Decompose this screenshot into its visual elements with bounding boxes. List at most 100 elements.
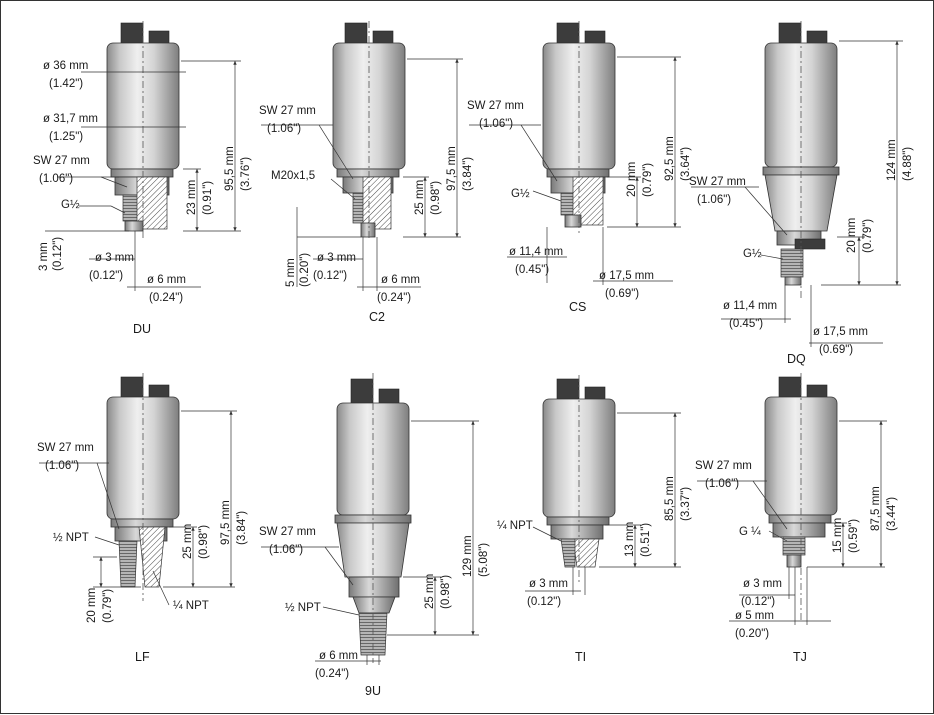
dq-housing xyxy=(762,21,840,301)
variant-dq: SW 27 mm (1.06") G½ ø 11,4 mm (0.45") ø … xyxy=(689,21,914,366)
lf-caption: LF xyxy=(135,650,150,664)
tj-label-1: (1.06") xyxy=(705,478,739,490)
du-label-11: ø 6 mm xyxy=(147,274,186,286)
c2-label-3: 5 mm xyxy=(285,258,297,287)
du-label-0: ø 36 mm xyxy=(43,60,88,72)
du-label-12: (0.24") xyxy=(149,292,183,304)
dq-caption: DQ xyxy=(787,352,806,366)
ti-label-6: (3.37") xyxy=(680,487,692,521)
du-label-6: G½ xyxy=(61,199,80,211)
c2-label-10: (0.98") xyxy=(430,181,442,215)
tj-label-5: ø 5 mm xyxy=(735,610,774,622)
dq-label-8: (0.79") xyxy=(862,219,874,253)
du-caption: DU xyxy=(133,322,151,336)
dq-label-7: 20 mm xyxy=(846,218,858,253)
cs-label-4: (0.45") xyxy=(515,264,549,276)
9u-caption: 9U xyxy=(365,684,381,698)
lf-label-0: SW 27 mm xyxy=(37,442,94,454)
9u-label-4: (0.24") xyxy=(315,668,349,680)
du-label-1: (1.42") xyxy=(49,78,83,90)
dq-label-10: (4.88") xyxy=(902,147,914,181)
tj-label-8: (0.59") xyxy=(848,519,860,553)
du-label-15: 95,5 mm xyxy=(224,146,236,191)
c2-label-12: (3.84") xyxy=(462,157,474,191)
tj-label-7: 15 mm xyxy=(832,518,844,553)
c2-label-8: (0.24") xyxy=(377,292,411,304)
9u-label-8: (5.08") xyxy=(478,543,490,577)
9u-housing xyxy=(334,373,412,663)
dq-label-4: (0.45") xyxy=(729,318,763,330)
du-label-16: (3.76") xyxy=(240,157,252,191)
lf-label-9: (3.84") xyxy=(236,511,248,545)
cs-label-2: G½ xyxy=(511,188,530,200)
c2-label-11: 97,5 mm xyxy=(446,146,458,191)
tj-label-9: 87,5 mm xyxy=(870,486,882,531)
du-label-4: SW 27 mm xyxy=(33,155,90,167)
c2-label-0: SW 27 mm xyxy=(259,105,316,117)
ti-caption: TI xyxy=(575,650,586,664)
ti-label-0: ¼ NPT xyxy=(497,520,533,532)
dq-label-9: 124 mm xyxy=(886,139,898,181)
variant-ti: ¼ NPT ø 3 mm (0.12") 13 mm (0.51") 85,5 … xyxy=(497,375,692,664)
cs-label-5: ø 17,5 mm xyxy=(599,270,654,282)
tj-label-6: (0.20") xyxy=(735,628,769,640)
lf-label-3: ¼ NPT xyxy=(173,600,209,612)
tj-label-4: (0.12") xyxy=(741,596,775,608)
du-label-14: (0.91") xyxy=(202,181,214,215)
ti-label-3: 13 mm xyxy=(624,522,636,557)
c2-label-2: M20x1,5 xyxy=(271,170,315,182)
lf-label-1: (1.06") xyxy=(45,460,79,472)
lf-label-5: (0.79") xyxy=(102,589,114,623)
c2-label-4: (0.20") xyxy=(299,253,311,287)
tj-label-2: G ¼ xyxy=(739,526,761,538)
cs-caption: CS xyxy=(569,300,586,314)
variant-tj: SW 27 mm (1.06") G ¼ ø 3 mm (0.12") ø 5 … xyxy=(695,373,898,664)
c2-label-9: 25 mm xyxy=(414,180,426,215)
du-label-9: ø 3 mm xyxy=(95,252,134,264)
variant-cs: SW 27 mm (1.06") G½ ø 11,4 mm (0.45") ø … xyxy=(467,21,692,314)
lf-label-4: 20 mm xyxy=(86,588,98,623)
dq-label-3: ø 11,4 mm xyxy=(723,300,777,312)
cs-label-7: 20 mm xyxy=(626,162,638,197)
9u-label-3: ø 6 mm xyxy=(319,650,358,662)
9u-label-1: (1.06") xyxy=(269,544,303,556)
tj-label-0: SW 27 mm xyxy=(695,460,752,472)
variant-lf: SW 27 mm (1.06") ½ NPT ¼ NPT 20 mm (0.79… xyxy=(37,373,248,664)
variant-du: ø 36 mm (1.42") ø 31,7 mm (1.25") SW 27 … xyxy=(33,21,252,336)
dq-label-5: ø 17,5 mm xyxy=(813,326,868,338)
cs-label-9: 92,5 mm xyxy=(664,136,676,181)
cs-label-0: SW 27 mm xyxy=(467,100,524,112)
lf-housing xyxy=(106,373,180,601)
dq-label-2: G½ xyxy=(743,248,762,260)
tj-caption: TJ xyxy=(793,650,807,664)
lf-label-8: 97,5 mm xyxy=(220,500,232,545)
cs-label-10: (3.64") xyxy=(680,147,692,181)
cs-label-8: (0.79") xyxy=(642,163,654,197)
du-label-8: (0.12") xyxy=(52,237,64,271)
9u-label-2: ½ NPT xyxy=(285,602,321,614)
du-label-2: ø 31,7 mm xyxy=(43,113,98,125)
cs-housing xyxy=(542,21,616,233)
9u-label-5: 25 mm xyxy=(424,574,436,609)
lf-label-7: (0.98") xyxy=(198,525,210,559)
9u-label-0: SW 27 mm xyxy=(259,526,316,538)
dq-label-0: SW 27 mm xyxy=(689,176,746,188)
ti-housing xyxy=(542,375,616,583)
c2-housing xyxy=(332,21,406,241)
9u-label-7: 129 mm xyxy=(462,535,474,577)
lf-label-6: 25 mm xyxy=(182,524,194,559)
du-label-7: 3 mm xyxy=(38,242,50,271)
tj-housing xyxy=(764,373,838,621)
c2-label-7: ø 6 mm xyxy=(381,274,420,286)
variant-9u: SW 27 mm (1.06") ½ NPT ø 6 mm (0.24") 25… xyxy=(259,373,490,698)
ti-label-1: ø 3 mm xyxy=(529,578,568,590)
c2-label-5: ø 3 mm xyxy=(317,252,356,264)
9u-label-6: (0.98") xyxy=(440,575,452,609)
cs-label-1: (1.06") xyxy=(479,118,513,130)
dq-label-6: (0.69") xyxy=(819,344,853,356)
ti-label-4: (0.51") xyxy=(640,523,652,557)
cs-label-6: (0.69") xyxy=(605,288,639,300)
lf-label-2: ½ NPT xyxy=(53,532,89,544)
